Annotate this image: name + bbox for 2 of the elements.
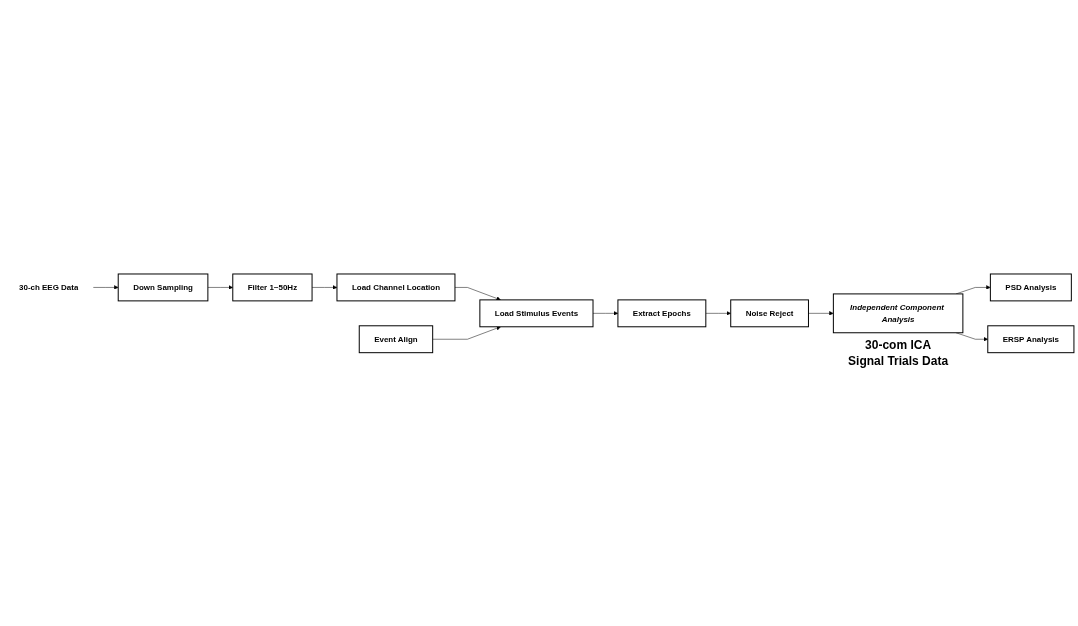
node-caption: 30-com ICA: [865, 338, 932, 353]
node-caption: Signal Trials Data: [848, 354, 949, 369]
